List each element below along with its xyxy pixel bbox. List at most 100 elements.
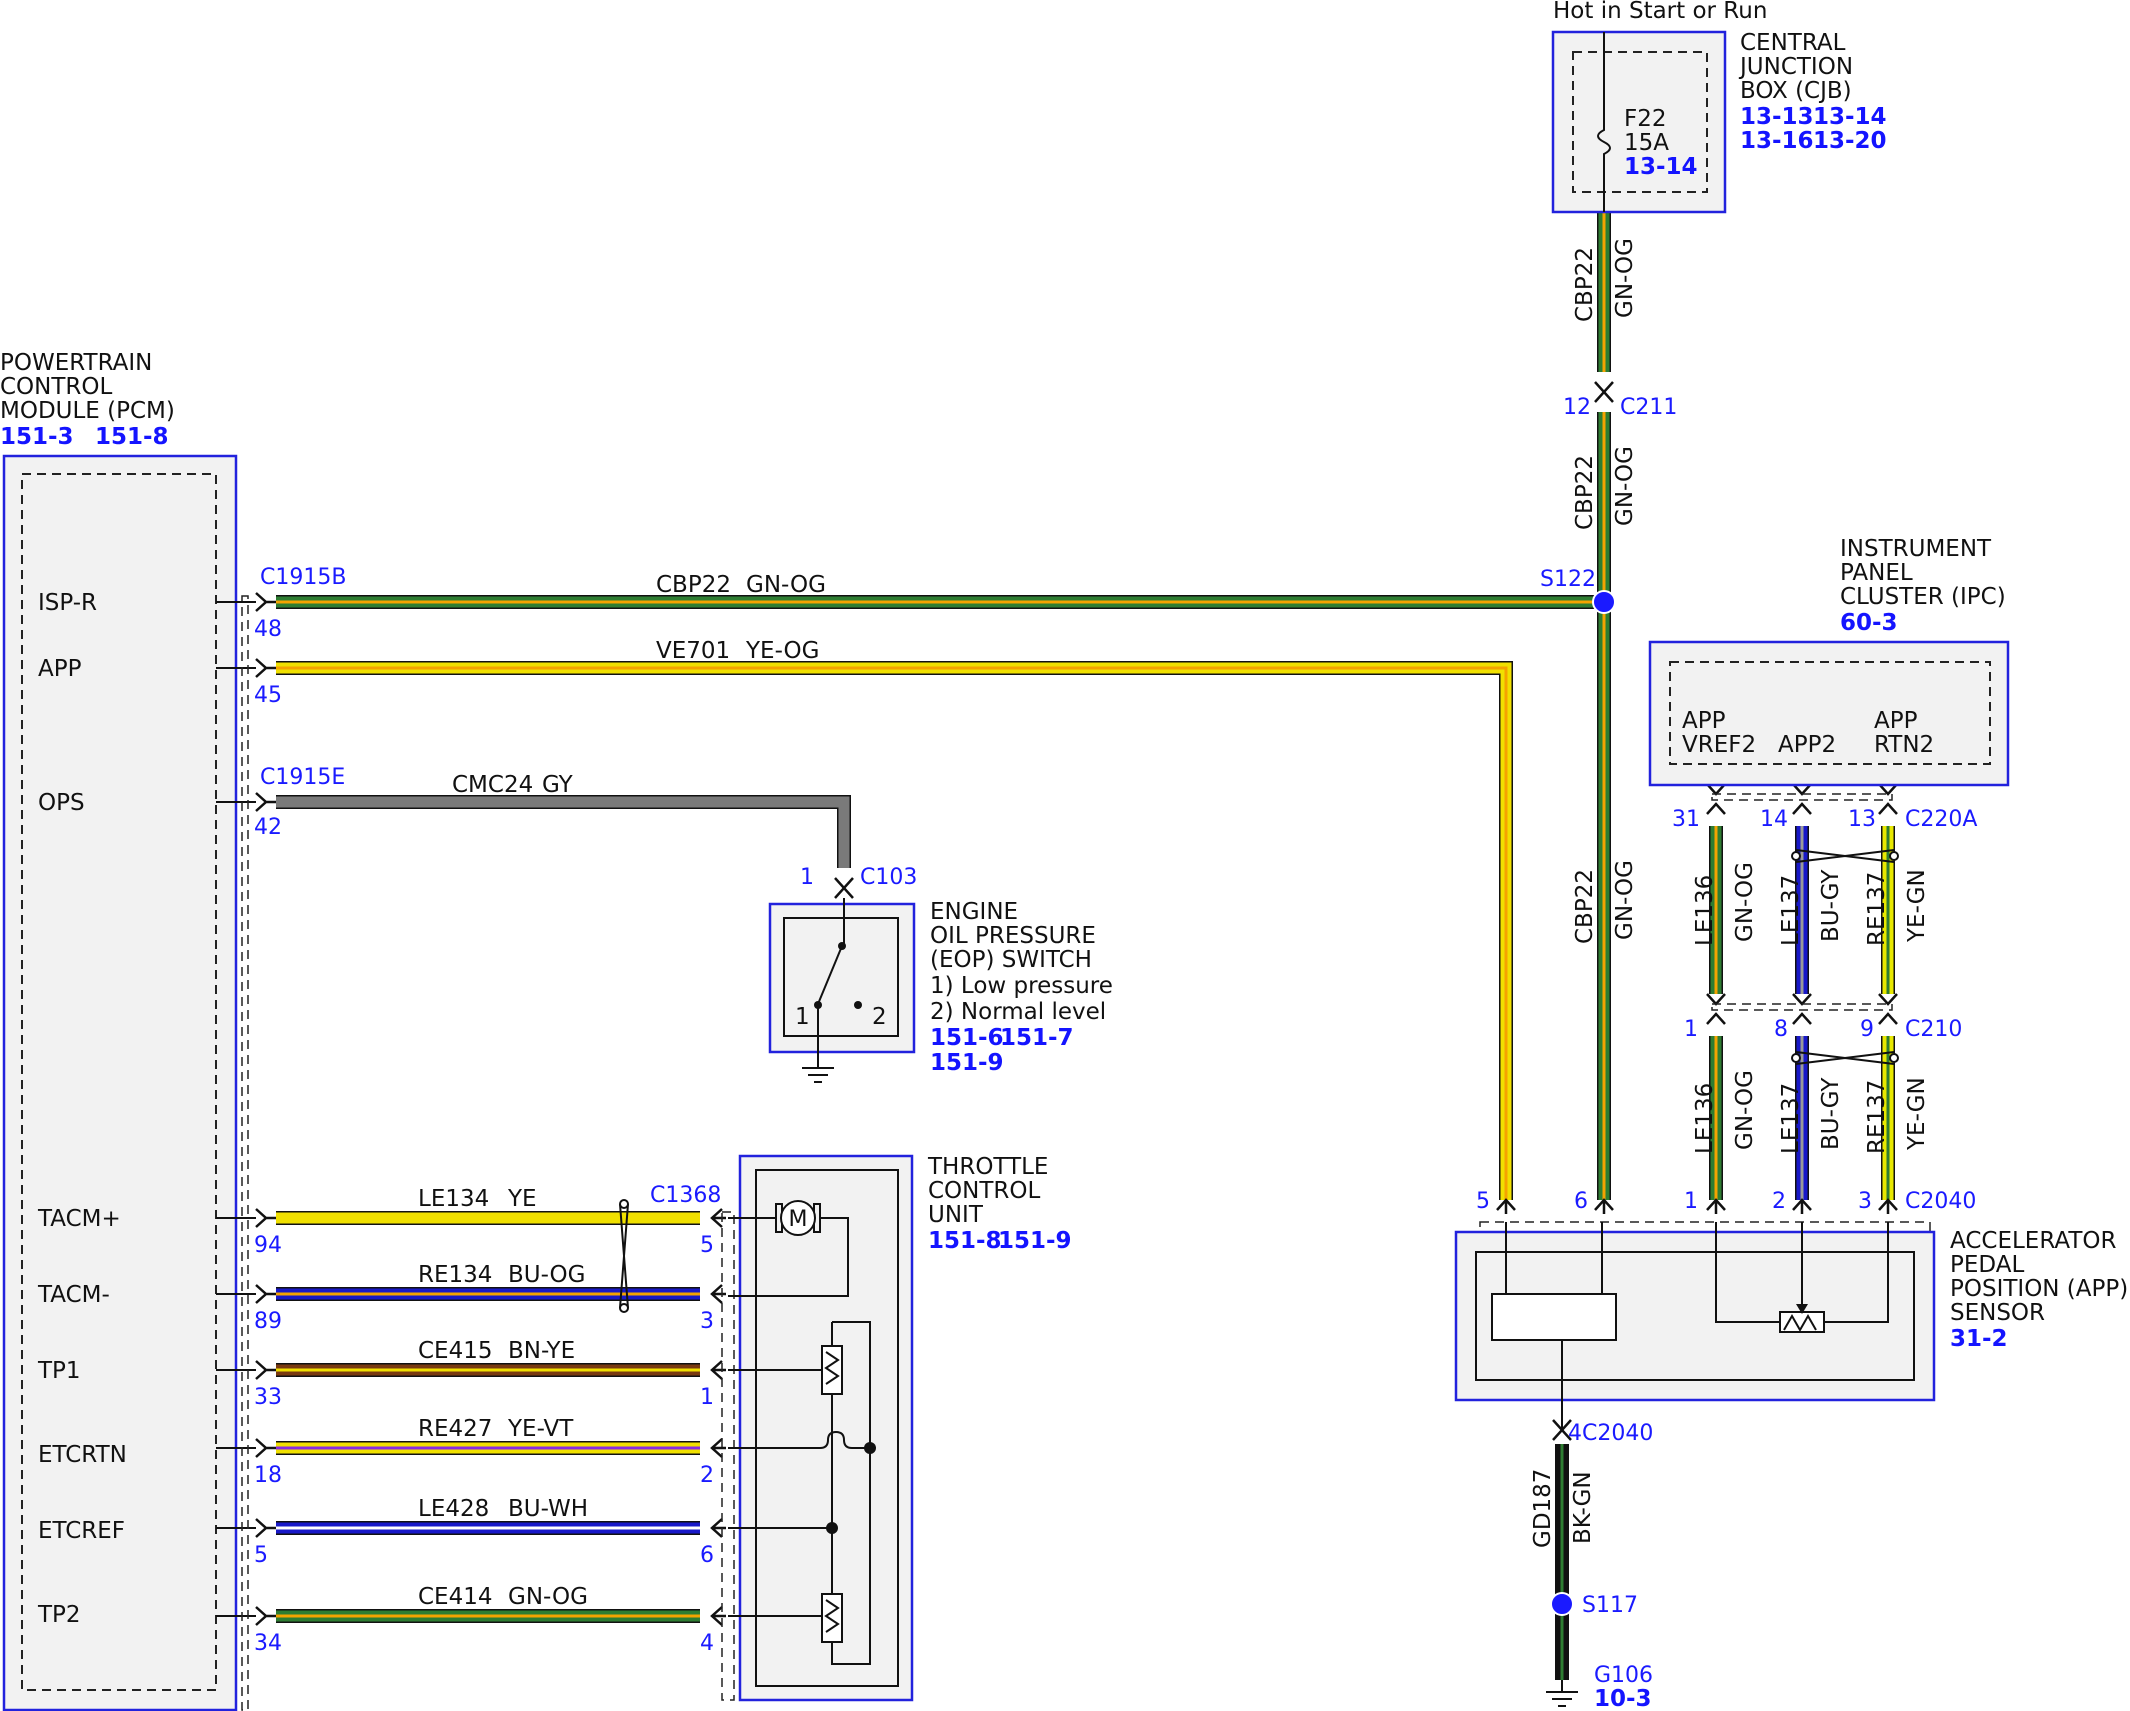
twisted-pair-end-bottom: [619, 1303, 629, 1313]
app-sensor-potentiometer-icon: [1779, 1311, 1825, 1333]
c1368-arrow: [710, 1438, 726, 1458]
ipc-ref[interactable]: 60-3: [1840, 610, 1898, 636]
cjb-ref-4[interactable]: 13-20: [1813, 128, 1887, 154]
wire-cmc24-color: GY: [542, 772, 574, 798]
wire-cbp22-horizontal-color: GN-OG: [746, 572, 826, 598]
pcm-pin-label: OPS: [38, 790, 85, 816]
eop-ref-3[interactable]: 151-9: [930, 1050, 1004, 1076]
cjb-ref-2[interactable]: 13-14: [1813, 104, 1887, 130]
ipc-title-2: PANEL: [1840, 560, 1913, 586]
pcm-connector-arrow: [255, 1518, 276, 1538]
fuse-ref[interactable]: 13-14: [1624, 154, 1698, 180]
wire-cmc24-ops[interactable]: [276, 795, 851, 868]
wire-le428-color: BU-WH: [508, 1496, 588, 1522]
wire-gd187-color: BK-GN: [1570, 1471, 1596, 1544]
wire-re137-upper-circuit: RE137: [1864, 872, 1890, 946]
cjb-ref-3[interactable]: 13-16: [1740, 128, 1814, 154]
app-sensor-inner: [1475, 1251, 1915, 1381]
c1368-pin-number: 1: [700, 1385, 714, 1410]
wire-re134-circuit: RE134: [418, 1262, 492, 1288]
pcm-connector-arrow: [255, 1284, 276, 1304]
app-title-3: POSITION (APP): [1950, 1276, 2128, 1302]
wire-ce414-circuit: CE414: [418, 1584, 493, 1610]
wire-ce415-color: BN-YE: [508, 1338, 575, 1364]
wire-cmc24-circuit: CMC24: [452, 772, 533, 798]
pcm-pin-label: APP: [38, 656, 82, 682]
cjb-title-2: JUNCTION: [1738, 54, 1853, 80]
ipc-pin-vref2-line1: APP: [1682, 708, 1726, 734]
wire-re427-circuit: RE427: [418, 1416, 492, 1442]
wire-ve701-app[interactable]: [276, 661, 1513, 1200]
splice-s117-label: S117: [1582, 1593, 1638, 1618]
eop-title-2: OIL PRESSURE: [930, 923, 1096, 949]
pcm-ref-2[interactable]: 151-8: [95, 424, 169, 450]
motor-label: M: [789, 1207, 808, 1232]
pcm-connector-arrow: [255, 1606, 276, 1626]
app-ref[interactable]: 31-2: [1950, 1326, 2008, 1352]
cjb-header: Hot in Start or Run: [1553, 0, 1767, 24]
fuse-rating: 15A: [1624, 130, 1669, 156]
c211-pin: 12: [1563, 395, 1591, 420]
twisted-pair-end-top: [619, 1199, 629, 1209]
eop-ref-2[interactable]: 151-7: [1000, 1025, 1074, 1051]
pcm-pin-number: 33: [254, 1385, 282, 1410]
pcm-title-2: CONTROL: [0, 374, 113, 400]
pcm-connector-arrow: [255, 1438, 276, 1458]
c210-arrow-bottom: [1706, 1012, 1726, 1025]
twisted-pair-end: [1889, 851, 1899, 861]
tcu-junction-1: [864, 1442, 876, 1454]
eop-ground-icon: [802, 1067, 834, 1083]
c210-outline: [1711, 1003, 1893, 1011]
fuse-label: F22: [1624, 106, 1667, 132]
motor-icon: [780, 1200, 816, 1236]
tcu-internal-bus: [831, 1321, 871, 1665]
pcm-pin-number: 48: [254, 617, 282, 642]
connector-c103: C103: [860, 865, 917, 890]
twisted-pair-end: [1791, 851, 1801, 861]
c1368-arrow: [710, 1518, 726, 1538]
splice-s122-label: S122: [1540, 567, 1596, 592]
connector-c1368: C1368: [650, 1183, 721, 1208]
eop-inner: [783, 917, 899, 1037]
eop-ref-1[interactable]: 151-6: [930, 1025, 1004, 1051]
cjb-ref-1[interactable]: 13-13: [1740, 104, 1814, 130]
pcm-ref-1[interactable]: 151-3: [0, 424, 74, 450]
wire-le134-color: YE: [507, 1186, 537, 1212]
wire-cbp22-seg1-color: GN-OG: [1612, 238, 1638, 318]
wire-le136-upper-color: GN-OG: [1732, 862, 1758, 942]
c1368-arrow: [710, 1606, 726, 1626]
connector-c210: C210: [1905, 1017, 1962, 1042]
pcm-pin-label: TP1: [37, 1358, 81, 1384]
pcm-box: [2, 454, 238, 1711]
wire-re137-lower-color: YE-GN: [1904, 1077, 1930, 1151]
wire-le137-upper-color: BU-GY: [1818, 869, 1844, 942]
wire-ce414-color: GN-OG: [508, 1584, 588, 1610]
ground-g106-ref[interactable]: 10-3: [1594, 1686, 1652, 1711]
c210-arrow-top: [1792, 993, 1812, 1006]
tcu-title-3: UNIT: [928, 1202, 984, 1228]
tp1-potentiometer-icon: [821, 1345, 843, 1395]
app-title-2: PEDAL: [1950, 1252, 2024, 1278]
c2040-pin-3: 3: [1858, 1189, 1872, 1214]
tcu-ref-1[interactable]: 151-8: [928, 1228, 1002, 1254]
c220a-arrow-bottom: [1792, 802, 1812, 815]
pcm-pin-label: ISP-R: [38, 590, 97, 616]
c103-arrow-bottom: [834, 886, 854, 899]
tcu-ref-2[interactable]: 151-9: [998, 1228, 1072, 1254]
c220a-arrow-bottom: [1878, 802, 1898, 815]
app-title-4: SENSOR: [1950, 1300, 2045, 1326]
pcm-pin-label: TACM-: [37, 1282, 110, 1308]
c220a-pin-31: 31: [1672, 807, 1700, 832]
wire-cbp22-horizontal-circuit: CBP22: [656, 572, 731, 598]
pcm-title-1: POWERTRAIN: [0, 350, 152, 376]
c1368-pin-number: 5: [700, 1233, 714, 1258]
pcm-pin-label: ETCREF: [38, 1518, 125, 1544]
tcu-inner: [755, 1169, 899, 1687]
ipc-title-3: CLUSTER (IPC): [1840, 584, 2006, 610]
wire-ve701-color: YE-OG: [745, 638, 819, 664]
ipc-pin-app2: APP2: [1778, 732, 1836, 758]
c1368-arrow: [710, 1208, 726, 1228]
